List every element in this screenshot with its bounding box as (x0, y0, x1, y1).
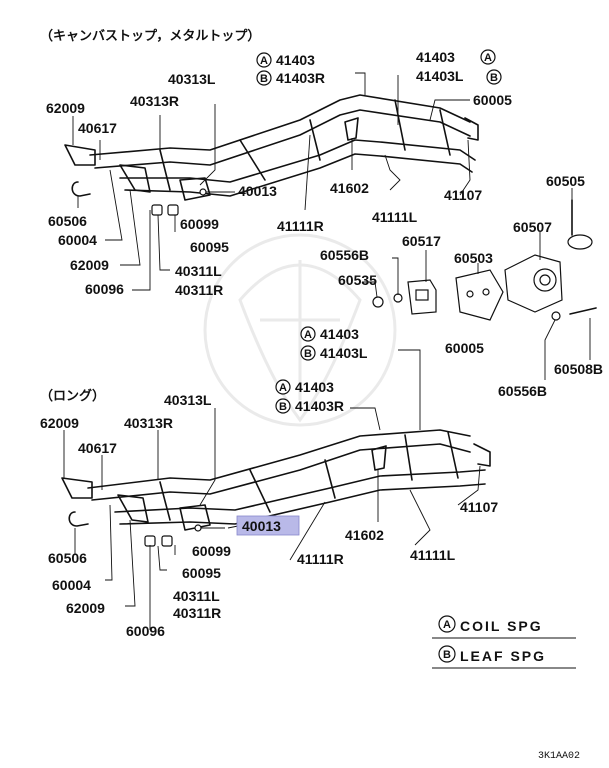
part-label: 60505 (546, 173, 585, 189)
marker-b-circle (486, 69, 502, 85)
part-label: 41403 (416, 49, 455, 65)
top-frame-drawing (64, 94, 479, 216)
part-label: 40617 (78, 120, 117, 136)
legend-marker-a-letter: A (443, 619, 451, 631)
part-label: 41602 (330, 180, 369, 196)
part-label: 60004 (52, 577, 91, 593)
part-label: 60095 (182, 565, 221, 581)
part-label: 62009 (70, 257, 109, 273)
part-label: 40313R (130, 93, 179, 109)
part-label: 60506 (48, 213, 87, 229)
legend-marker-b (438, 645, 456, 663)
part-label: 60095 (190, 239, 229, 255)
part-label: 60556B (498, 383, 547, 399)
marker-b-letter: B (260, 73, 268, 85)
marker-a-circle (275, 379, 291, 395)
part-label: 41403R (276, 70, 325, 86)
part-label: 60099 (192, 543, 231, 559)
marker-a-circle (300, 326, 316, 342)
part-label: 60517 (402, 233, 441, 249)
part-label: 60508B (554, 361, 603, 377)
bottom-leader-lines (63, 349, 481, 630)
marker-a-circle (256, 52, 272, 68)
part-label: 60099 (180, 216, 219, 232)
part-label: 60005 (473, 92, 512, 108)
legend-marker-b-letter: B (443, 649, 451, 661)
marker-a-circle (480, 49, 496, 65)
highlight-box (236, 515, 300, 536)
legend: A COIL SPG B LEAF SPG (432, 615, 576, 669)
part-label: 41403R (295, 398, 344, 414)
marker-b-circle (275, 398, 291, 414)
part-label: 40313L (164, 392, 212, 408)
part-label: 40311R (175, 282, 223, 298)
part-label: 62009 (40, 415, 79, 431)
part-label: 60004 (58, 232, 97, 248)
part-label: 40311R (173, 605, 221, 621)
part-label: 60506 (48, 550, 87, 566)
highlighted-part-label: 40013 (242, 518, 281, 534)
part-label: 60096 (126, 623, 165, 639)
detail-part-labels: 60505 60507 60556B 60517 60503 60535 605… (320, 173, 603, 399)
bottom-part-labels: A 41403 B 41403L 60005 A 41403 B 41403R … (40, 326, 498, 639)
marker-a-letter: A (260, 55, 268, 67)
bottom-frame-drawing (61, 429, 491, 547)
part-label: 41107 (460, 499, 498, 515)
part-label: 40013 (238, 183, 277, 199)
part-label: 60535 (338, 272, 377, 288)
part-label: 41403L (416, 68, 464, 84)
top-part-labels: A 41403 B 41403R 41403 A 41403L B 60005 … (46, 49, 512, 298)
figure-code: 3K1AA02 (538, 751, 580, 762)
part-label: 41403L (320, 345, 368, 361)
top-leader-lines (72, 72, 471, 291)
marker-a-letter: A (484, 52, 492, 64)
part-label: 41602 (345, 527, 384, 543)
section-title-bottom: （ロング） (40, 388, 105, 404)
part-label: 41111L (410, 547, 456, 563)
detail-parts-drawing (372, 199, 597, 321)
part-label: 60556B (320, 247, 369, 263)
legend-marker-a (438, 615, 456, 633)
marker-b-letter: B (304, 348, 312, 360)
marker-b-circle (256, 70, 272, 86)
part-label: 60507 (513, 219, 552, 235)
part-label: 60503 (454, 250, 493, 266)
marker-a-letter: A (279, 382, 287, 394)
part-label: 40313L (168, 71, 216, 87)
marker-a-letter: A (304, 329, 312, 341)
section-title-top: （キャンバストップ，メタルトップ） (40, 28, 260, 44)
detail-leader-lines (362, 188, 591, 380)
watermark-emblem (203, 233, 397, 427)
marker-b-circle (300, 345, 316, 361)
marker-b-letter: B (490, 72, 498, 84)
part-label: 40313R (124, 415, 173, 431)
legend-b-text: LEAF SPG (460, 648, 546, 664)
part-label: 41403 (276, 52, 315, 68)
part-label: 62009 (66, 600, 105, 616)
part-label: 41107 (444, 187, 482, 203)
part-label: 41111R (277, 218, 324, 234)
part-label: 41403 (320, 326, 359, 342)
part-label: 62009 (46, 100, 85, 116)
part-label: 41111L (372, 209, 418, 225)
legend-a-text: COIL SPG (460, 618, 543, 634)
marker-b-letter: B (279, 401, 287, 413)
part-label: 40311L (175, 263, 222, 279)
part-label: 60096 (85, 281, 124, 297)
part-label: 40617 (78, 440, 117, 456)
part-label: 41403 (295, 379, 334, 395)
part-label: 60005 (445, 340, 484, 356)
part-label: 40311L (173, 588, 220, 604)
part-label: 41111R (297, 551, 344, 567)
